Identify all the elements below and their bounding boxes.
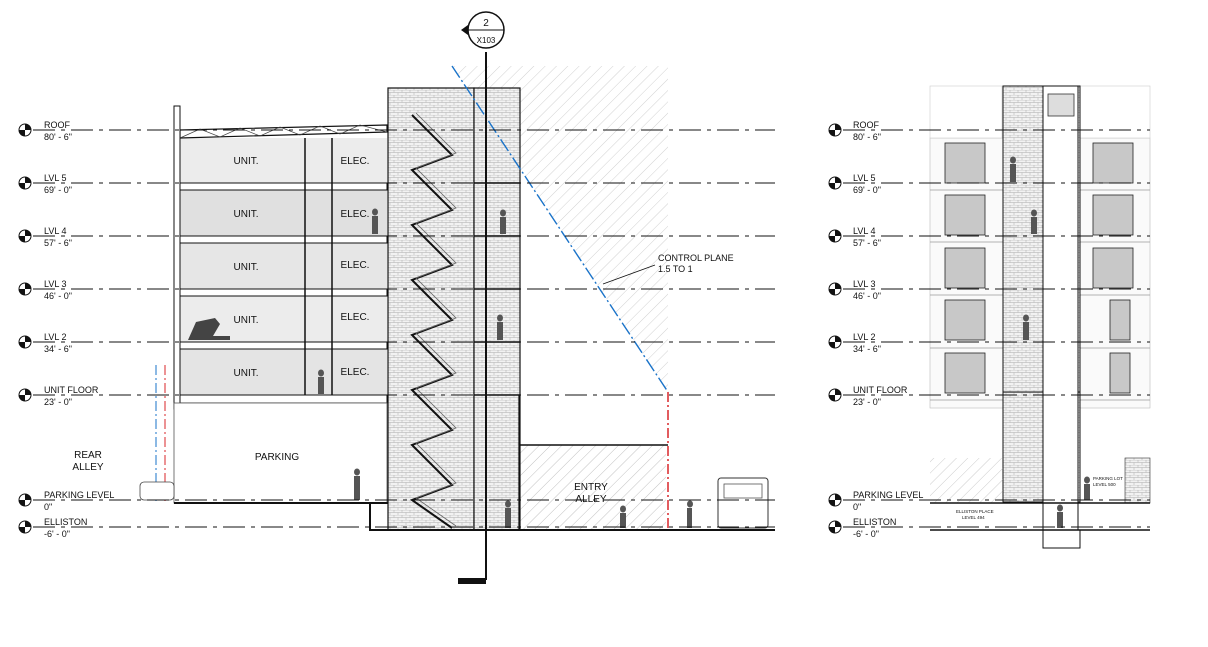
level-name-right-2: LVL 4 (853, 226, 876, 236)
unit-label-lvl3: UNIT. (234, 262, 259, 273)
level-marker-icon (828, 493, 842, 507)
elec-label-lvl3: ELEC. (341, 260, 370, 271)
parking-lot-note-1: PARKING LOT (1093, 476, 1123, 481)
level-name-left-2: LVL 4 (44, 226, 67, 236)
people-figures (318, 208, 693, 528)
control-plane-leader (602, 264, 656, 285)
rear-alley-label-1: REAR (74, 450, 102, 461)
level-elevation-right-2: 57' - 6" (853, 238, 881, 248)
level-elevation-left-3: 46' - 0" (44, 291, 72, 301)
level-markers-right: ROOF 80' - 6" LVL 5 69' - 0" LVL 4 57' - 6" LV… (828, 120, 1150, 539)
level-markers-left: ROOF 80' - 6" LVL 5 69' - 0" LVL 4 57' - 6" LV… (18, 120, 775, 539)
elec-label-lvl4: ELEC. (341, 209, 370, 220)
room-labels: UNIT. UNIT. UNIT. UNIT. UNIT. ELEC. ELEC… (234, 156, 370, 463)
entry-alley-hatch (519, 445, 666, 530)
level-marker-icon (18, 176, 32, 190)
level-marker-icon (18, 123, 32, 137)
level-marker-icon (18, 388, 32, 402)
level-elevation-left-0: 80' - 6" (44, 132, 72, 142)
section-marker-sheet: X103 (477, 36, 496, 45)
rear-alley-label-2: ALLEY (72, 462, 103, 473)
level-marker-icon (828, 388, 842, 402)
elec-label-unit-floor: ELEC. (341, 367, 370, 378)
level-elevation-right-5: 23' - 0" (853, 397, 881, 407)
level-name-right-3: LVL 3 (853, 279, 876, 289)
level-elevation-left-4: 34' - 6" (44, 344, 72, 354)
level-name-left-1: LVL 5 (44, 173, 67, 183)
elec-label-lvl2: ELEC. (341, 312, 370, 323)
level-marker-icon (828, 123, 842, 137)
unit-label-lvl2: UNIT. (234, 315, 259, 326)
level-marker-icon (828, 520, 842, 534)
level-name-right-7: ELLISTON (853, 517, 896, 527)
level-name-right-5: UNIT FLOOR (853, 385, 908, 395)
entry-alley-label-1: ENTRY (574, 482, 608, 493)
elec-label-lvl5: ELEC. (341, 156, 370, 167)
level-elevation-left-7: -6' - 0" (44, 529, 70, 539)
level-name-left-4: LVL 2 (44, 332, 67, 342)
elliston-place-note-2: LEVEL 494 (962, 515, 985, 520)
control-plane-ratio: 1.5 TO 1 (658, 264, 693, 274)
level-marker-icon (18, 520, 32, 534)
level-elevation-right-0: 80' - 6" (853, 132, 881, 142)
level-elevation-right-3: 46' - 0" (853, 291, 881, 301)
level-name-left-3: LVL 3 (44, 279, 67, 289)
level-marker-icon (18, 493, 32, 507)
piano-icon (188, 318, 230, 340)
unit-label-unit-floor: UNIT. (234, 368, 259, 379)
level-marker-icon (828, 229, 842, 243)
level-elevation-right-4: 34' - 6" (853, 344, 881, 354)
level-marker-icon (18, 229, 32, 243)
level-marker-icon (828, 335, 842, 349)
control-plane-label: CONTROL PLANE (658, 253, 734, 263)
level-name-left-7: ELLISTON (44, 517, 87, 527)
unit-label-lvl4: UNIT. (234, 209, 259, 220)
entry-alley-label-2: ALLEY (575, 494, 606, 505)
level-marker-icon (828, 282, 842, 296)
elliston-place-note-1: ELLISTON PLACE (956, 509, 994, 514)
level-marker-icon (828, 176, 842, 190)
level-name-right-4: LVL 2 (853, 332, 876, 342)
level-name-left-5: UNIT FLOOR (44, 385, 99, 395)
level-name-right-6: PARKING LEVEL (853, 490, 923, 500)
section-cut-end (458, 578, 486, 584)
level-elevation-left-6: 0" (44, 502, 52, 512)
level-elevation-right-7: -6' - 0" (853, 529, 879, 539)
building-section-left (139, 87, 775, 531)
parking-label: PARKING (255, 452, 299, 463)
unit-label-lvl5: UNIT. (234, 156, 259, 167)
level-name-left-0: ROOF (44, 120, 71, 130)
level-name-left-6: PARKING LEVEL (44, 490, 114, 500)
level-marker-icon (18, 335, 32, 349)
level-elevation-left-1: 69' - 0" (44, 185, 72, 195)
control-plane-line (451, 65, 669, 393)
section-marker-number: 2 (483, 18, 489, 29)
section-marker (461, 11, 505, 49)
level-elevation-left-5: 23' - 0" (44, 397, 72, 407)
parking-lot-note-2: LEVEL 500 (1093, 482, 1116, 487)
level-name-right-1: LVL 5 (853, 173, 876, 183)
level-elevation-left-2: 57' - 6" (44, 238, 72, 248)
level-elevation-right-6: 0" (853, 502, 861, 512)
level-elevation-right-1: 69' - 0" (853, 185, 881, 195)
level-marker-icon (18, 282, 32, 296)
level-name-right-0: ROOF (853, 120, 880, 130)
